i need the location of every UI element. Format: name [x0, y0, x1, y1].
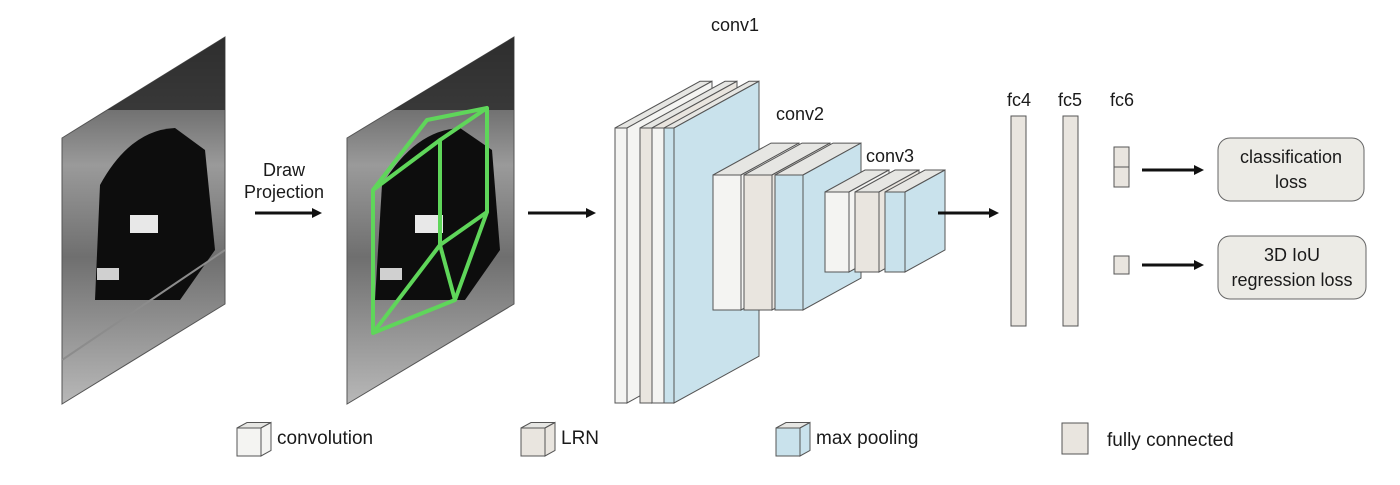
fc5-block: [1062, 115, 1079, 327]
projected-image: [346, 36, 515, 405]
draw-label-line1: Draw: [263, 160, 306, 180]
fc5-label: fc5: [1058, 90, 1082, 110]
projection-3d-box: [371, 106, 489, 335]
legend-fully-connected-label: fully connected: [1107, 430, 1234, 451]
draw-label-line2: Projection: [244, 182, 324, 202]
regression-loss-box: [1217, 235, 1367, 300]
conv1-lrn-slab: [651, 127, 665, 404]
fc4-label: fc4: [1007, 90, 1031, 110]
classification-loss-line2: loss: [1275, 172, 1307, 192]
car-silhouette: [95, 128, 215, 300]
conv2-label: conv2: [776, 104, 824, 124]
legend-max-pooling-cube-icon: [775, 421, 811, 457]
classification-loss-line1: classification: [1240, 147, 1342, 167]
conv3-label: conv3: [866, 146, 914, 166]
legend-convolution-label: convolution: [277, 428, 373, 449]
legend-max-pooling-label: max pooling: [816, 428, 918, 449]
fc6-label: fc6: [1110, 90, 1134, 110]
regression-loss-line1: 3D IoU: [1264, 245, 1320, 265]
legend-convolution-cube-icon: [236, 421, 272, 457]
legend-lrn-label: LRN: [561, 428, 599, 449]
fc6-reg-block: [1113, 255, 1130, 275]
regression-loss-line2: regression loss: [1231, 270, 1352, 290]
conv1-label: conv1: [711, 15, 759, 35]
conv3-pool-slab: [884, 169, 946, 273]
fc4-block: [1010, 115, 1027, 327]
legend-fully-connected-swatch: [1061, 422, 1089, 455]
legend-lrn-cube-icon: [520, 421, 556, 457]
layer-slabs: [614, 80, 946, 404]
legend: [236, 421, 811, 457]
input-image: [61, 36, 226, 405]
classification-loss-box: [1217, 137, 1365, 202]
